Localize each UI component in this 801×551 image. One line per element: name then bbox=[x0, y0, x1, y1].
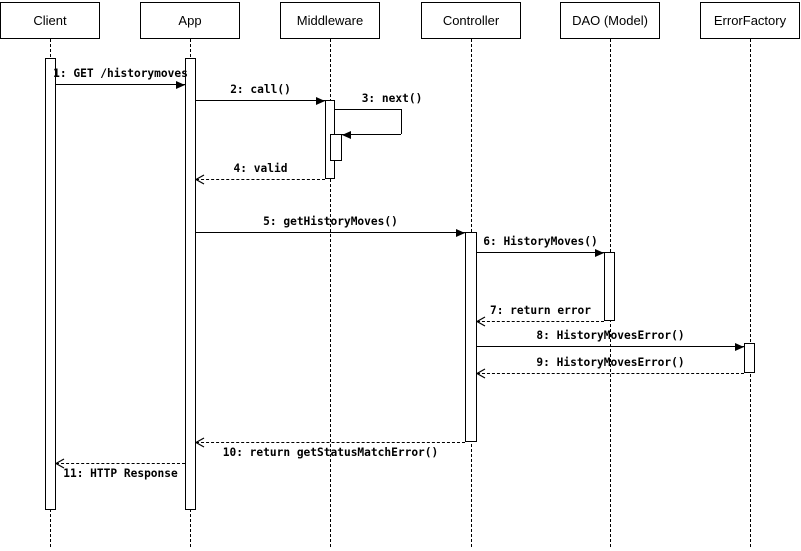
actor-head-dao-model: DAO (Model) bbox=[560, 2, 660, 39]
actor-name-label: Controller bbox=[442, 13, 500, 28]
message-3-label: 3: next() bbox=[361, 92, 423, 105]
message-6-label: 6: HistoryMoves() bbox=[483, 235, 598, 248]
message-9-line bbox=[477, 373, 744, 374]
message-2-line bbox=[196, 100, 325, 101]
message-4-arrowhead bbox=[195, 174, 205, 185]
message-11-line bbox=[56, 463, 185, 464]
message-7-label: 7: return error bbox=[489, 304, 592, 317]
activation-errorfactory bbox=[744, 343, 755, 373]
message-7-arrowhead bbox=[476, 316, 486, 327]
actor-name-label: DAO (Model) bbox=[572, 13, 648, 28]
actor-head-errorfactory: ErrorFactory bbox=[700, 2, 800, 39]
message-11-arrowhead bbox=[55, 458, 65, 469]
message-5-arrowhead bbox=[456, 228, 465, 237]
message-3-arrowhead bbox=[342, 130, 351, 139]
message-9-label: 9: HistoryMovesError() bbox=[536, 356, 685, 369]
message-6-arrowhead bbox=[595, 248, 604, 257]
activation-client bbox=[45, 58, 56, 510]
actor-head-middleware: Middleware bbox=[280, 2, 380, 39]
lifeline-middleware bbox=[330, 39, 331, 547]
message-8-line bbox=[477, 346, 744, 347]
lifeline-errorfactory bbox=[750, 39, 751, 547]
message-1-arrowhead bbox=[176, 80, 185, 89]
message-8-arrowhead bbox=[735, 342, 744, 351]
message-1-label: 1: GET /historymoves bbox=[53, 67, 188, 80]
message-2-label: 2: call() bbox=[230, 83, 291, 96]
actor-name-label: Middleware bbox=[296, 13, 364, 28]
message-5-line bbox=[196, 232, 465, 233]
actor-name-label: Client bbox=[33, 13, 67, 28]
actor-name-label: App bbox=[178, 13, 202, 28]
message-9-arrowhead bbox=[476, 368, 486, 379]
message-3-line-down bbox=[401, 109, 402, 134]
activation-middleware-nested bbox=[330, 134, 342, 161]
actor-name-label: ErrorFactory bbox=[713, 13, 787, 28]
activation-app bbox=[185, 58, 196, 510]
actor-head-app: App bbox=[140, 2, 240, 39]
message-10-label: 10: return getStatusMatchError() bbox=[222, 446, 439, 459]
message-8-label: 8: HistoryMovesError() bbox=[536, 329, 685, 342]
message-6-line bbox=[477, 252, 604, 253]
message-10-arrowhead bbox=[195, 437, 205, 448]
actor-head-controller: Controller bbox=[421, 2, 521, 39]
message-3-line-back bbox=[342, 134, 401, 135]
message-10-line bbox=[196, 442, 465, 443]
actor-head-client: Client bbox=[0, 2, 100, 39]
message-3-line-out bbox=[335, 109, 401, 110]
message-5-label: 5: getHistoryMoves() bbox=[263, 215, 398, 228]
message-2-arrowhead bbox=[316, 96, 325, 105]
message-4-line bbox=[196, 179, 325, 180]
message-7-line bbox=[477, 321, 604, 322]
message-11-label: 11: HTTP Response bbox=[63, 467, 178, 480]
message-1-line bbox=[56, 84, 185, 85]
message-4-label: 4: valid bbox=[233, 162, 288, 175]
activation-controller bbox=[465, 232, 477, 442]
activation-dao-model bbox=[604, 252, 615, 321]
